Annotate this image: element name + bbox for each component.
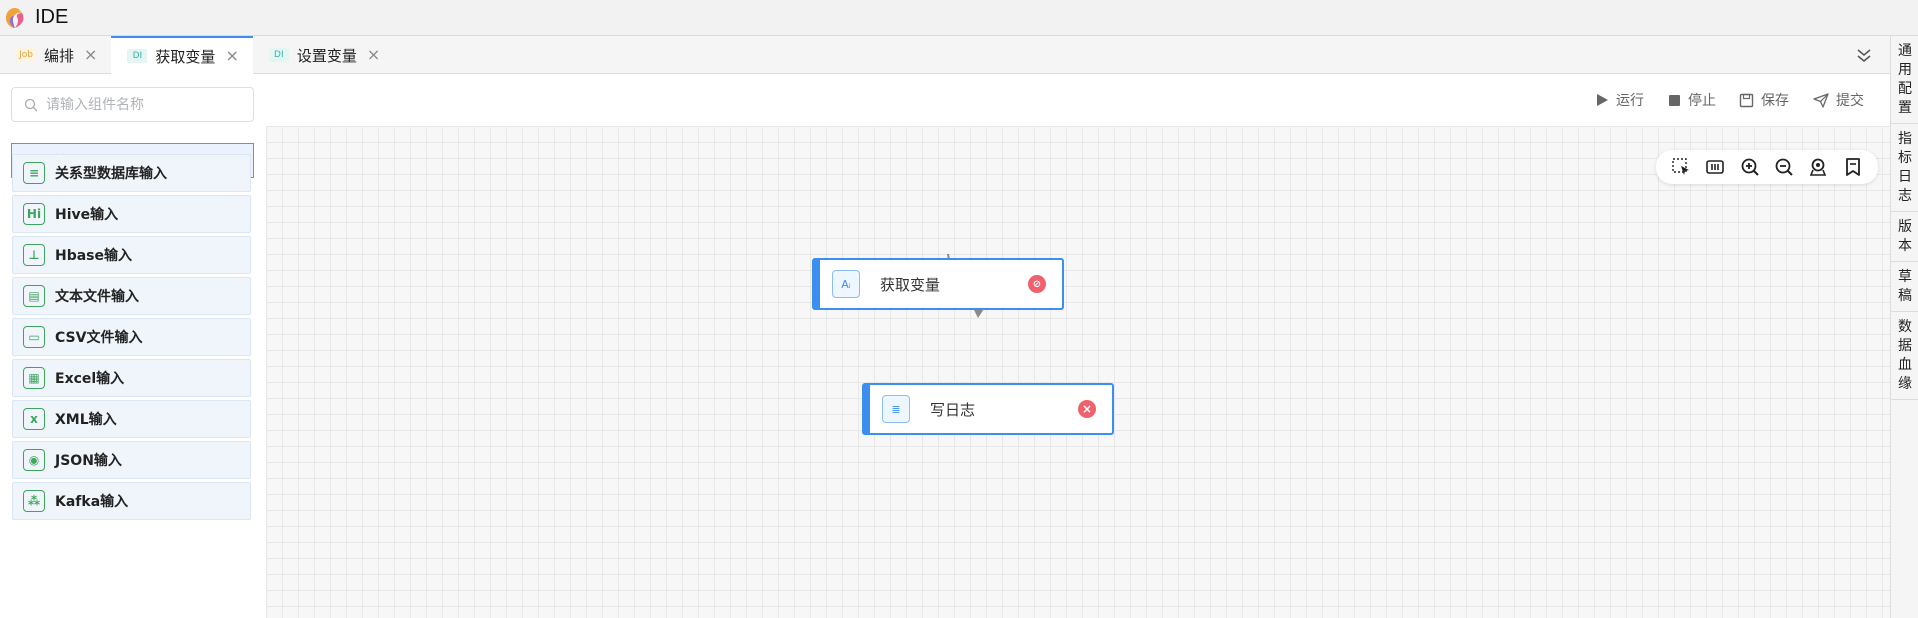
stop-icon (1669, 94, 1680, 106)
component-label: Kafka输入 (55, 494, 129, 510)
sidebar-item-draft[interactable]: 草稿 (1891, 262, 1918, 312)
component-item[interactable]: ▦ Excel输入 (12, 359, 251, 397)
component-item[interactable]: ◉ JSON输入 (12, 441, 251, 479)
right-sidebar: 通用配置 指标日志 版本 草稿 数据血缘 (1890, 36, 1918, 618)
json-icon: ◉ (23, 449, 45, 471)
component-label: Hive输入 (55, 207, 119, 223)
component-label: Hbase输入 (55, 248, 133, 264)
location-icon[interactable] (1806, 155, 1830, 179)
tab-get-variable[interactable]: DI 获取变量 × (111, 36, 253, 74)
tab-label: 设置变量 (296, 46, 357, 65)
csv-file-icon: ▭ (23, 326, 45, 348)
component-label: JSON输入 (55, 453, 122, 469)
error-status-icon[interactable]: ⊘ (1028, 275, 1046, 293)
title-bar: IDE (0, 0, 1918, 36)
play-icon (1597, 94, 1608, 106)
kafka-icon: ⁂ (23, 490, 45, 512)
tab-badge: DI (268, 48, 289, 62)
tab-label: 编排 (44, 46, 75, 65)
text-file-icon: ▤ (23, 285, 45, 307)
tab-badge: DI (127, 49, 148, 63)
flow-node-write-log[interactable]: ≣ 写日志 × (862, 383, 1114, 435)
sidebar-item-metric-log[interactable]: 指标日志 (1891, 124, 1918, 212)
double-chevron-down-icon[interactable] (1854, 45, 1874, 65)
component-panel: 输入 ≡ 关系型数据库输入 Hi Hive输入 ⊥ Hbase输入 ▤ 文本文件… (0, 74, 266, 618)
component-item[interactable]: ▤ 文本文件输入 (12, 277, 251, 315)
close-icon[interactable]: × (84, 45, 98, 64)
component-label: Excel输入 (55, 371, 125, 387)
node-label: 写日志 (930, 400, 976, 419)
app-logo-icon (6, 7, 24, 28)
bookmark-icon[interactable] (1841, 155, 1865, 179)
search-icon (24, 98, 38, 111)
save-button[interactable]: 保存 (1739, 90, 1789, 110)
tab-set-variable[interactable]: DI 设置变量 × (253, 36, 394, 74)
hbase-icon: ⊥ (23, 244, 45, 266)
submit-button[interactable]: 提交 (1813, 90, 1864, 110)
app-title: IDE (35, 6, 69, 28)
node-label: 获取变量 (880, 275, 941, 294)
error-status-icon[interactable]: × (1078, 400, 1096, 418)
close-icon[interactable]: × (366, 45, 381, 64)
canvas-toolbar (1656, 150, 1878, 184)
editor-toolbar: 运行 停止 保存 提交 (266, 74, 1890, 126)
flow-canvas[interactable]: Aᵢ 获取变量 ⊘ ≣ 写日志 × (266, 126, 1890, 618)
tab-badge: Job (16, 48, 36, 62)
xml-icon: x (23, 408, 45, 430)
component-search[interactable] (11, 87, 254, 122)
component-label: 文本文件输入 (55, 289, 139, 305)
tab-bar: Job 编排 × DI 获取变量 × DI 设置变量 × (0, 36, 1890, 74)
component-item[interactable]: ≡ 关系型数据库输入 (12, 154, 251, 192)
fit-view-icon[interactable] (1703, 155, 1727, 179)
flow-edge (947, 253, 986, 318)
select-box-icon[interactable] (1669, 155, 1693, 179)
sidebar-item-version[interactable]: 版本 (1891, 212, 1918, 262)
zoom-out-icon[interactable] (1772, 155, 1796, 179)
component-item[interactable]: ▭ CSV文件输入 (12, 318, 251, 356)
flow-node-get-variable[interactable]: Aᵢ 获取变量 ⊘ (812, 258, 1064, 310)
excel-icon: ▦ (23, 367, 45, 389)
zoom-in-icon[interactable] (1738, 155, 1762, 179)
tab-orchestrate[interactable]: Job 编排 × (0, 36, 111, 74)
close-icon[interactable]: × (225, 46, 239, 65)
save-icon (1739, 93, 1754, 107)
tab-label: 获取变量 (155, 47, 216, 66)
component-label: CSV文件输入 (55, 330, 143, 346)
component-item[interactable]: Hi Hive输入 (12, 195, 251, 233)
hive-icon: Hi (23, 203, 45, 225)
component-item[interactable]: ⁂ Kafka输入 (12, 482, 251, 520)
write-log-icon: ≣ (882, 395, 910, 423)
component-label: 关系型数据库输入 (55, 166, 167, 182)
run-button[interactable]: 运行 (1595, 90, 1644, 110)
search-input[interactable] (46, 96, 236, 113)
get-variable-icon: Aᵢ (832, 270, 860, 298)
database-icon: ≡ (23, 162, 45, 184)
stop-button[interactable]: 停止 (1668, 90, 1716, 110)
sidebar-item-data-lineage[interactable]: 数据血缘 (1891, 312, 1918, 400)
send-icon (1813, 92, 1829, 108)
component-label: XML输入 (55, 412, 117, 428)
component-item[interactable]: ⊥ Hbase输入 (12, 236, 251, 274)
sidebar-item-general-config[interactable]: 通用配置 (1891, 36, 1918, 124)
component-item[interactable]: x XML输入 (12, 400, 251, 438)
